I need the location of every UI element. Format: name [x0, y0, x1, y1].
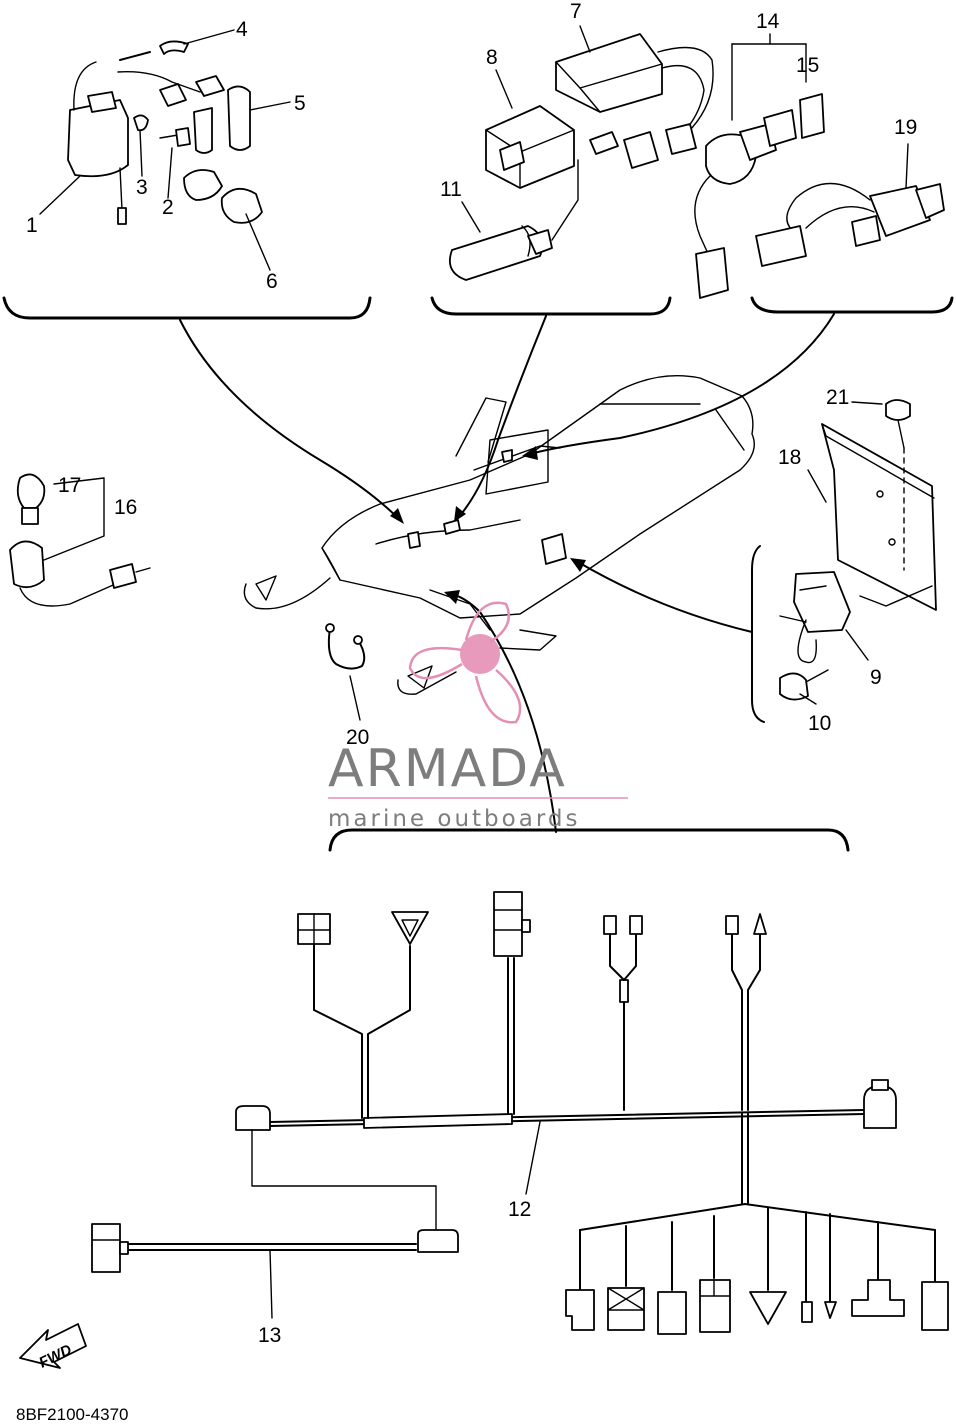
part-label-5: 5	[294, 92, 306, 115]
part-label-16: 16	[114, 496, 137, 519]
part-label-6: 6	[266, 270, 278, 293]
part-label-12: 12	[508, 1198, 531, 1221]
part-label-20: 20	[346, 726, 369, 749]
part-label-21: 21	[826, 386, 849, 409]
armada-watermark: ARMADA marine outboards	[328, 739, 628, 832]
indicator-lamp-group	[9, 473, 151, 607]
part-label-4: 4	[236, 18, 248, 41]
leader-lines-right	[799, 401, 883, 705]
bracket-group	[779, 399, 937, 701]
part-label-7: 7	[570, 0, 582, 23]
stop-switch	[755, 143, 945, 267]
main-switch-group	[694, 93, 825, 299]
brand-tagline: marine outboards	[328, 806, 580, 832]
part-label-10: 10	[808, 712, 831, 735]
part-label-18: 18	[778, 446, 801, 469]
part-label-17: 17	[58, 474, 81, 497]
part-label-1: 1	[26, 214, 38, 237]
part-label-13: 13	[258, 1324, 281, 1347]
armada-logo	[408, 601, 522, 724]
part-label-15: 15	[796, 54, 819, 77]
wire-harness	[235, 891, 949, 1335]
leader-lines-bottom	[269, 1121, 541, 1319]
drawing-code: 8BF2100-4370	[16, 1405, 128, 1424]
leader-lines-top-left	[39, 29, 291, 271]
part-label-11: 11	[440, 178, 462, 201]
part-label-19: 19	[894, 116, 917, 139]
clamp	[325, 623, 366, 721]
ignition-coil-group	[67, 40, 263, 225]
leader-lines-top-middle	[461, 25, 591, 233]
panel-brackets	[2, 296, 954, 852]
cdi-group	[448, 33, 714, 281]
brand-name: ARMADA	[328, 739, 567, 799]
callout-arrows	[179, 313, 835, 833]
forward-arrow-icon: FWD	[19, 1323, 87, 1372]
sub-harness	[91, 1129, 459, 1273]
part-label-8: 8	[486, 46, 498, 69]
part-number-labels: 4 5 3 2 1 6 7 8 11 14 15 19 17 16 21 18 …	[26, 0, 917, 1347]
part-label-14: 14	[756, 10, 780, 33]
part-label-3: 3	[136, 176, 148, 199]
part-label-2: 2	[162, 196, 174, 219]
leader-lines-top-right	[731, 33, 807, 121]
part-label-9: 9	[870, 666, 882, 689]
